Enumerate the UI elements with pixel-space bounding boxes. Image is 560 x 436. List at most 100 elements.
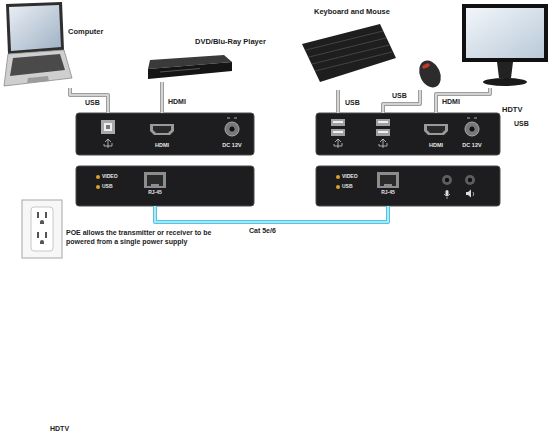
mouse-part [422,62,431,69]
cable [70,88,108,113]
receiver-back-panel-part [333,121,343,123]
receiver-back-panel-part [376,119,390,126]
tv-part [466,8,544,58]
keyboard [302,24,396,82]
laptop-part [10,54,65,76]
device-label: Computer [68,28,103,37]
receiver-front-panel-part [316,166,500,206]
port-label: USB [514,119,529,128]
receiver-back-panel-part [333,131,343,133]
wall-outlet-part [22,200,62,258]
receiver-front-panel-part [384,184,392,187]
receiver-back: HDMIDC 12V [316,113,500,155]
port-label: DC 12V [222,142,241,148]
receiver-back-panel-part [467,118,477,119]
receiver-front-panel-part [446,190,449,196]
receiver-back-panel-part [427,126,445,133]
receiver-front-panel-part [336,175,340,179]
device-tv: HDTV [460,2,552,88]
receiver-back-panel-part [331,129,345,136]
keyboard-part [315,52,392,71]
port-label: RJ-45 [381,190,395,196]
wall-outlet-part [37,232,39,238]
cable-label: Cat 5e/6 [248,227,277,235]
transmitter-front-panel-part [147,175,163,186]
transmitter-back-panel-part [106,125,110,129]
note: POE allows the transmitter or receiver t… [66,228,216,246]
cable-label: USB [344,99,361,107]
receiver-front-panel-part [442,175,452,185]
cable-highlight [70,88,108,113]
transmitter-front-panel-part [144,172,166,188]
dvd-player [148,55,232,79]
transmitter-back-panel-part [227,118,237,119]
wall-outlet-part [45,212,47,218]
transmitter-front-panel-part [96,185,100,189]
transmitter-front-panel-part [96,175,100,179]
receiver-back-panel-part [334,139,342,148]
keyboard-part [306,31,383,50]
wall-outlet-part [31,207,53,251]
receiver-back-panel-part [316,113,500,155]
wall-outlet-part [40,220,44,224]
laptop-part [9,5,61,51]
receiver-back-panel-part [376,129,390,136]
device-keyboard-mouse: Keyboard and Mouse [298,22,448,90]
port-label: USB [342,184,353,190]
wall-outlet-part [40,240,44,244]
transmitter-front-panel-part [76,166,254,206]
laptop-part [4,50,72,86]
port-label: RJ-45 [148,190,162,196]
tv-part [497,62,513,78]
tv-part [483,78,527,86]
keyboard-part [302,24,396,82]
receiver-front-panel-part [466,190,471,198]
port-label: USB [102,184,113,190]
transmitter-front-panel [76,166,254,206]
receiver-front-panel-part [465,175,475,185]
receiver-back-panel [316,113,500,155]
receiver-front-panel-part [336,185,340,189]
port-label: VIDEO [102,174,118,180]
receiver-front-panel [316,166,500,206]
device-computer: Computer [2,2,120,88]
cable-highlight [383,90,420,113]
transmitter-back-panel-part [225,122,239,136]
cable-highlight [436,88,490,113]
receiver-back-panel-part [470,127,475,132]
transmitter-back-panel-part [150,124,174,135]
mouse-part [415,57,445,91]
receiver-front-panel-part [380,175,396,186]
receiver-back-panel-part [378,131,388,133]
receiver-front: VIDEO USB RJ-45 [316,166,500,206]
port-label: HDMI [155,142,169,148]
device-player: DVD/Blu-Ray Player [145,52,233,82]
cable [383,90,420,113]
transmitter-front: VIDEO USB RJ-45 [76,166,254,206]
cable-label: HDMI [441,98,461,106]
tv-part [462,4,548,62]
device-label: HDTV [502,106,522,115]
transmitter-back-panel [76,113,254,155]
network-cable [155,206,388,222]
mouse [415,57,445,91]
port-label: VIDEO [342,174,358,180]
transmitter-back-panel-part [104,123,112,131]
transmitter-back-panel-part [230,127,235,132]
receiver-front-panel-part [468,178,472,182]
cable-label: USB [391,92,408,100]
device-label: Keyboard and Mouse [314,8,390,17]
receiver-front-panel-part [473,192,475,196]
receiver-front-panel-part [377,172,399,188]
transmitter-back: HDMI DC 12V [76,113,254,155]
transmitter-back-panel-part [76,113,254,155]
cable-highlight [161,82,163,113]
transmitter-back-panel-part [101,120,115,134]
keyboard-part [312,45,389,64]
transmitter-front-panel-part [151,184,159,187]
dvd-player-part [148,62,232,79]
transmitter-back-panel-part [153,126,171,133]
